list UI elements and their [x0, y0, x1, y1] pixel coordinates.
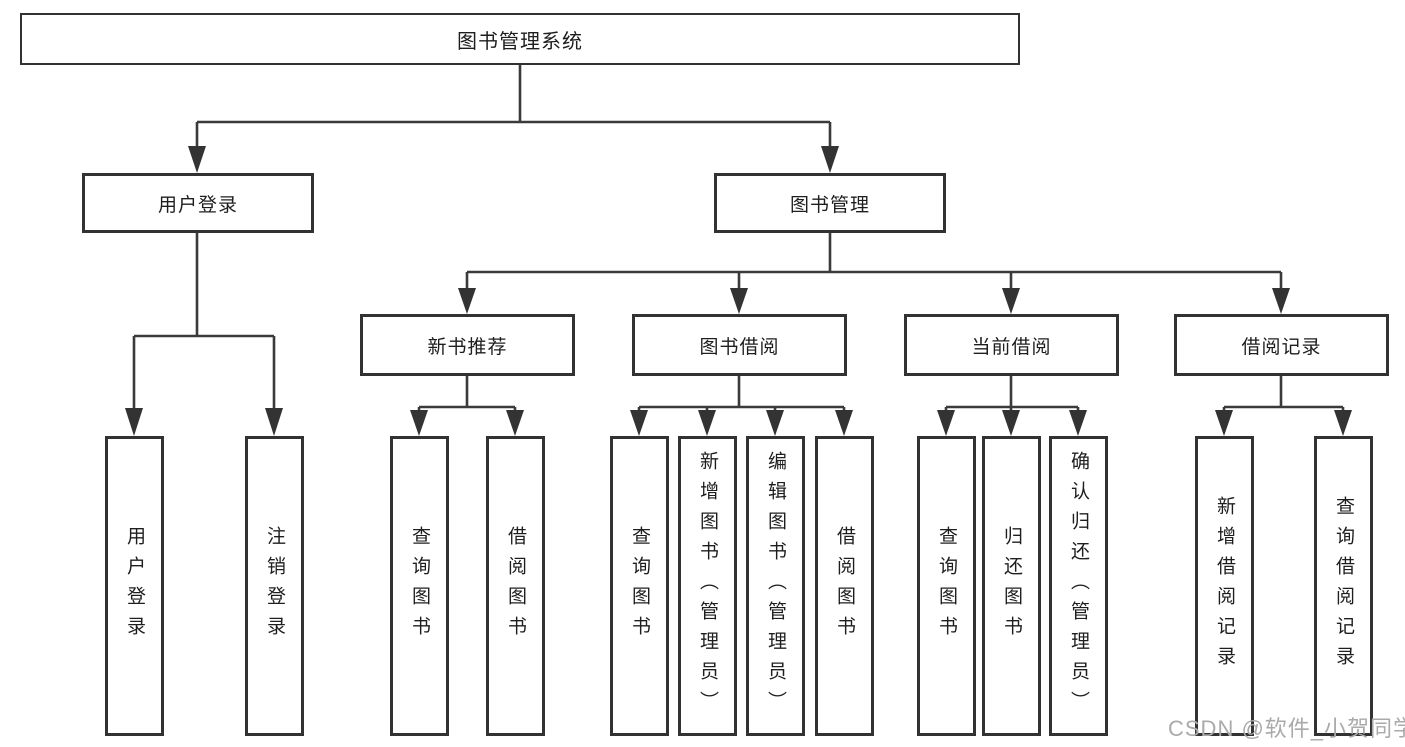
leaf-borrow-books-recommend: 借阅图书	[486, 436, 545, 736]
leaf-query-borrow-record: 查询借阅记录	[1314, 436, 1373, 736]
node-book-borrow-label: 图书借阅	[699, 336, 780, 358]
node-borrow-records: 借阅记录	[1174, 314, 1389, 376]
node-book-borrow: 图书借阅	[632, 314, 847, 376]
leaf-borrow-books-label: 借阅图书	[834, 526, 855, 646]
leaf-add-book-admin: 新增图书（管理员）	[678, 436, 737, 736]
node-book-management: 图书管理	[714, 173, 946, 233]
leaf-edit-book-admin-label: 编辑图书（管理员）	[765, 451, 786, 721]
csdn-watermark: CSDN @软件_小贺同学	[1168, 716, 1405, 741]
node-book-management-label: 图书管理	[789, 194, 870, 216]
leaf-borrow-books-recommend-label: 借阅图书	[505, 526, 526, 646]
leaf-logout: 注销登录	[245, 436, 304, 736]
leaf-return-book-label: 归还图书	[1001, 526, 1022, 646]
leaf-edit-book-admin: 编辑图书（管理员）	[746, 436, 805, 736]
leaf-query-books-current: 查询图书	[917, 436, 976, 736]
leaf-add-borrow-record-label: 新增借阅记录	[1214, 496, 1235, 676]
node-borrow-records-label: 借阅记录	[1241, 336, 1322, 358]
leaf-borrow-books: 借阅图书	[815, 436, 874, 736]
leaf-query-borrow-record-label: 查询借阅记录	[1333, 496, 1354, 676]
leaf-add-book-admin-label: 新增图书（管理员）	[697, 451, 718, 721]
leaf-query-books-borrow-label: 查询图书	[629, 526, 650, 646]
leaf-logout-label: 注销登录	[264, 526, 285, 646]
node-root-label: 图书管理系统	[457, 30, 583, 53]
leaf-query-books-current-label: 查询图书	[936, 526, 957, 646]
leaf-user-login: 用户登录	[105, 436, 164, 736]
leaf-query-books-recommend: 查询图书	[390, 436, 449, 736]
node-root: 图书管理系统	[20, 13, 1020, 65]
node-user-login: 用户登录	[82, 173, 314, 233]
leaf-return-book: 归还图书	[982, 436, 1041, 736]
leaf-query-books-recommend-label: 查询图书	[409, 526, 430, 646]
node-new-book-recommend-label: 新书推荐	[427, 336, 508, 358]
leaf-confirm-return-admin-label: 确认归还（管理员）	[1068, 451, 1089, 721]
leaf-add-borrow-record: 新增借阅记录	[1195, 436, 1254, 736]
leaf-confirm-return-admin: 确认归还（管理员）	[1049, 436, 1108, 736]
node-user-login-label: 用户登录	[157, 194, 238, 216]
node-current-borrow: 当前借阅	[904, 314, 1119, 376]
node-current-borrow-label: 当前借阅	[971, 336, 1052, 358]
node-new-book-recommend: 新书推荐	[360, 314, 575, 376]
leaf-query-books-borrow: 查询图书	[610, 436, 669, 736]
leaf-user-login-label: 用户登录	[124, 526, 145, 646]
